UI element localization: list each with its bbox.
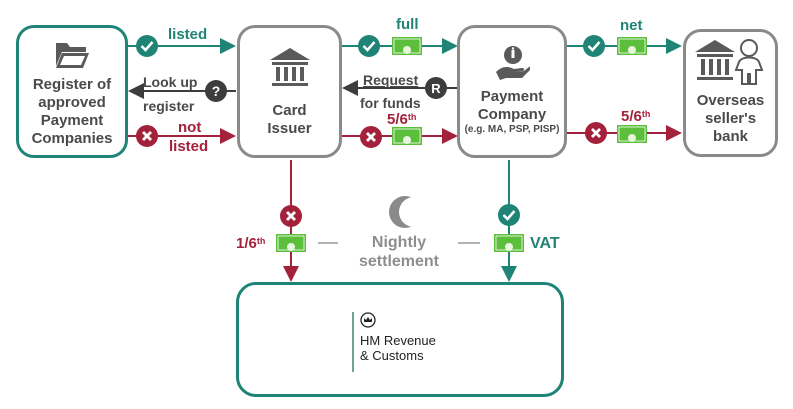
banknote-icon — [617, 37, 647, 55]
banknote-icon — [392, 37, 422, 55]
five-sixth-issuer-value: 5/6 — [387, 111, 408, 128]
card-issuer-label-1: Card — [272, 102, 307, 119]
card-issuer-label-2: Issuer — [267, 120, 312, 137]
register-label-3: Payment — [40, 112, 104, 129]
not-listed-label-1: not — [178, 119, 202, 136]
overseas-bank-label-2: seller's — [704, 110, 757, 127]
settlement-label: Nightly settlement — [340, 233, 458, 271]
cross-icon — [136, 125, 158, 147]
check-icon — [358, 35, 380, 57]
folder-icon — [56, 43, 89, 68]
payment-company-label-1: Payment — [480, 88, 544, 105]
look-up-label-1: Look up — [143, 74, 198, 90]
hmrc-node[interactable] — [236, 282, 564, 397]
request-label-2: for funds — [360, 95, 421, 111]
svg-text:R: R — [431, 81, 441, 96]
full-label: full — [396, 16, 419, 33]
not-listed-label-2: listed — [169, 138, 209, 155]
banknote-icon — [276, 234, 306, 252]
look-up-label-2: register — [143, 98, 195, 114]
hmrc-label-2: & Customs — [360, 348, 424, 363]
card-issuer-node[interactable]: Card Issuer — [237, 25, 342, 158]
payment-company-node[interactable]: Payment Company (e.g. MA, PSP, PISP) — [457, 25, 567, 158]
settlement-label-1: Nightly — [371, 234, 427, 251]
svg-text:?: ? — [212, 83, 221, 99]
five-sixth-issuer-label: 5/6th — [387, 111, 416, 128]
cross-icon — [360, 126, 382, 148]
register-node[interactable]: Register of approved Payment Companies — [16, 25, 128, 158]
banknote-icon — [617, 125, 647, 143]
overseas-bank-node[interactable]: Overseas seller's bank — [683, 29, 778, 157]
one-sixth-label: 1/6th — [236, 235, 265, 252]
settlement-label-2: settlement — [358, 253, 440, 270]
listed-label: listed — [168, 26, 208, 43]
crown-icon — [360, 312, 376, 328]
vat-label: VAT — [530, 235, 560, 252]
bank-icon — [269, 48, 310, 86]
register-label-2: approved — [38, 94, 106, 111]
request-label-1: Request — [363, 72, 419, 88]
overseas-bank-label-1: Overseas — [696, 92, 765, 109]
check-icon — [583, 35, 605, 57]
question-icon: ? — [205, 80, 227, 102]
one-sixth-value: 1/6 — [236, 235, 257, 252]
payment-company-sublabel: (e.g. MA, PSP, PISP) — [464, 124, 560, 135]
banknote-icon — [392, 127, 422, 145]
one-sixth-suffix: th — [256, 236, 266, 246]
five-sixth-company-label: 5/6th — [621, 108, 650, 125]
cross-icon — [585, 122, 607, 144]
payment-company-label-2: Company — [477, 106, 547, 123]
check-icon — [498, 204, 520, 226]
moon-icon — [389, 196, 429, 228]
bank-person-icon — [694, 39, 763, 85]
overseas-bank-label-3: bank — [712, 128, 748, 145]
r-badge-icon: R — [425, 77, 447, 99]
five-sixth-company-suffix: th — [641, 109, 651, 119]
register-label-1: Register of — [32, 76, 112, 93]
banknote-icon — [494, 234, 524, 252]
net-label: net — [620, 17, 643, 34]
register-label-4: Companies — [31, 130, 113, 147]
hand-coin-icon — [496, 46, 530, 80]
five-sixth-issuer-suffix: th — [407, 112, 417, 122]
hmrc-label-1: HM Revenue — [360, 333, 436, 348]
hmrc-logo: HM Revenue & Customs — [352, 312, 472, 372]
cross-icon — [280, 205, 302, 227]
check-icon — [136, 35, 158, 57]
five-sixth-company-value: 5/6 — [621, 108, 642, 125]
